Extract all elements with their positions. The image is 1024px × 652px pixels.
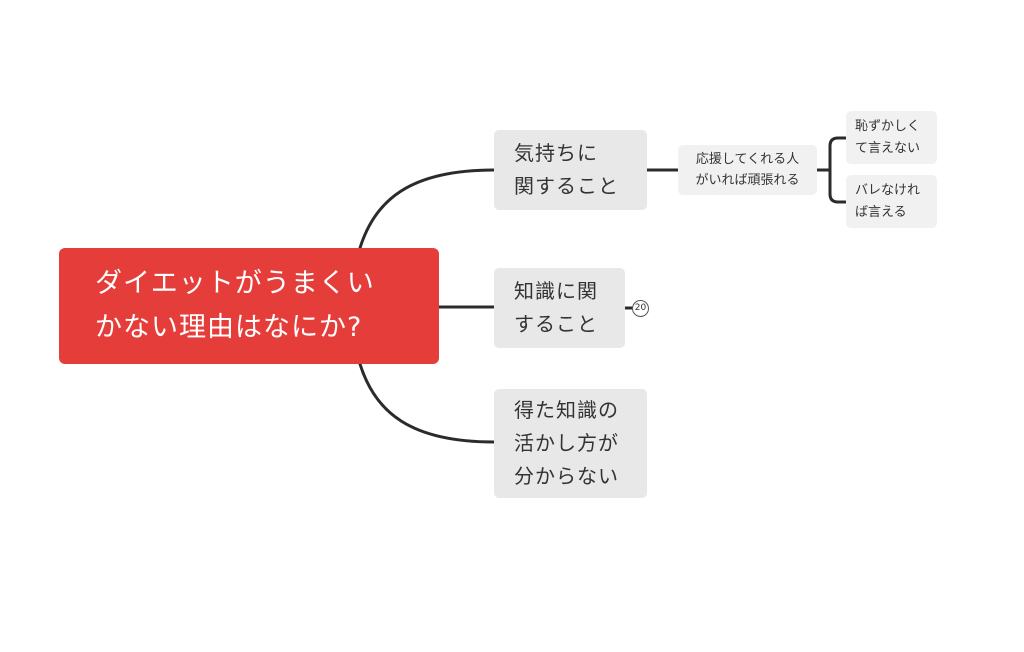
leaf-embarrassed[interactable]: 恥ずかしく て言えない [846, 111, 937, 164]
connector-to-application [358, 362, 496, 444]
central-topic[interactable]: ダイエットがうまくい かない理由はなにか? [59, 248, 439, 364]
collapsed-count-badge[interactable]: 20 [632, 300, 649, 317]
topic-feelings[interactable]: 気持ちに 関すること [494, 130, 647, 210]
subtopic-supporter[interactable]: 応援してくれる人 がいれば頑張れる [678, 145, 817, 195]
leaf-can-say-if-secret[interactable]: バレなけれ ば言える [846, 175, 937, 228]
topic-knowledge[interactable]: 知識に関 すること [494, 268, 625, 348]
connector-to-feelings [358, 168, 496, 250]
topic-knowledge-application[interactable]: 得た知識の 活かし方が 分からない [494, 389, 647, 498]
connector-bracket [815, 136, 848, 204]
